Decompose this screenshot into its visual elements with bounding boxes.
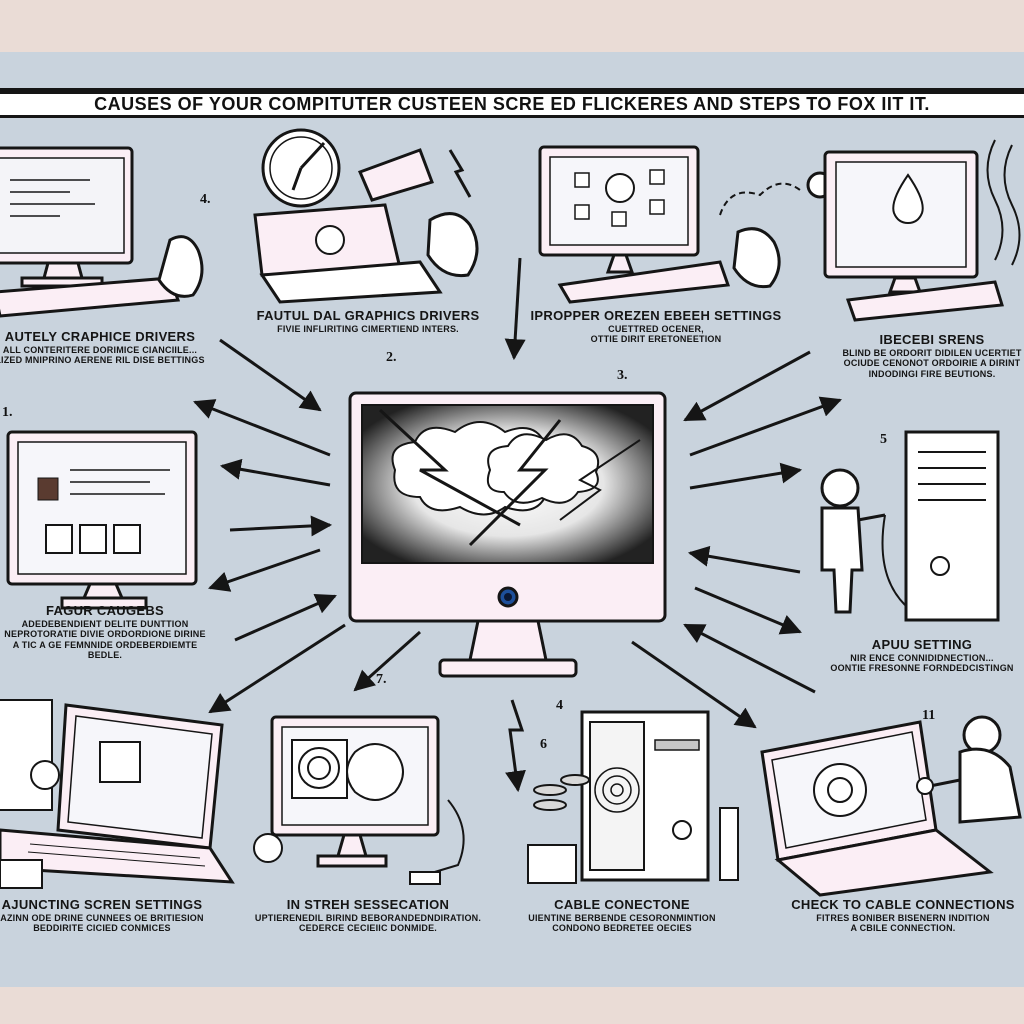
panel-label-7: AJUNCTING SCREN SETTINGS AZINN ODE DRINE… [0,897,214,934]
panel-line: CEDERCE CECIEIIC DONMIDE. [298,923,437,934]
panel-line: BLIND BE ORDORIT DIDILEN UCERTIET [842,347,1022,358]
panel-label-4: IBECEBI SRENS BLIND BE ORDORIT DIDILEN U… [840,332,1024,379]
step-number: 2. [386,350,397,365]
panel-label-6: APUU SETTING NIR ENCE CONNIDIDNECTION...… [820,637,1024,674]
panel-heading: FAGUR CAUGEBS [45,603,165,618]
person-pc-tower-icon [820,430,1000,622]
panel-label-3: IPROPPER OREZEN EBEEH SETTINGS CUETTRED … [522,308,790,345]
pc-tower-disks-icon [527,710,739,884]
panel-line: CUETTRED OCENER, [608,323,704,334]
laptop-person-icon [760,715,1022,897]
panel-line: A CBILE CONNECTION. [850,923,956,934]
panel-label-5: FAGUR CAUGEBS ADEDEBENDIENT DELITE DUNTT… [0,603,212,660]
step-number: 11 [922,708,936,723]
panel-line: A TIC A GE FEMNNIDE ORDEBERDIEMTE BEDLE. [12,639,198,660]
panel-line: NEPROTORATIE DIVIE ORDORDIONE DIRINE [4,629,206,640]
panel-heading: CABLE CONECTONE [554,897,690,912]
laptop-icon [0,699,235,889]
panel-heading: IPROPPER OREZEN EBEEH SETTINGS [530,308,782,323]
panel-heading: AUTELY CRAPHICE DRIVERS [4,329,196,344]
step-number: 1. [2,405,13,420]
panel-line: BEDDIRITE CICIED CONMICES [33,923,171,934]
poster-title: CAUSES OF YOUR COMPITUTER CUSTEEN SCRE E… [0,88,1024,118]
panel-line: ALL CONTERITERE DORIMICE CIANCIILE... [2,344,198,355]
panel-line: FIVIE INFLIRITING CIMERTIEND INTERS. [277,323,459,334]
panel-label-10: CHECK TO CABLE CONNECTIONS FITRES BONIBE… [782,897,1024,934]
monitor-dialog-icon [6,430,198,610]
step-number: 4 [556,698,563,713]
panel-line: UIENTINE BERBENDE CESORONMINTION [528,912,716,923]
panel-line: CONDONO BEDRETEE OECIES [552,923,692,934]
monitor-keyboard-icon [0,146,204,318]
panel-heading: IN STREH SESSECATION [286,897,450,912]
panel-line: AZINN ODE DRINE CUNNEES OE BRITIESION [0,912,204,923]
panel-heading: CHECK TO CABLE CONNECTIONS [791,897,1015,912]
panel-line: ADEDEBENDIENT DELITE DUNTTION [21,618,189,629]
step-number: 5 [880,432,887,447]
panel-label-8: IN STREH SESSECATION UPTIERENEDIL BIRIND… [248,897,488,934]
pc-tower-clock-icon [253,128,479,304]
central-monitor-icon [348,391,667,678]
panel-heading: AJUNCTING SCREN SETTINGS [1,897,203,912]
panel-line: UPTIERENEDIL BIRIND BEBORANDEDNDIRATION. [254,912,482,923]
step-number: 3. [617,368,628,383]
panel-label-9: CABLE CONECTONE UIENTINE BERBENDE CESORO… [508,897,736,934]
panel-line: LIZED MNIPRINO AERENE RIL DISE BETTINGS [0,355,205,366]
panel-heading: APUU SETTING [871,637,973,652]
panel-line: OONTIE FRESONNE FORNDEDCISTINGN [830,663,1014,674]
panel-line: INDODINGI FIRE BEUTIONS. [868,368,996,379]
panel-line: OCIUDE CENONOT ORDOIRIE A DIRINT [843,358,1021,369]
monitor-settings-icon [538,145,834,304]
panel-line: FITRES BONIBER BISENERN INDITION [816,912,990,923]
step-number: 6 [540,737,547,752]
panel-label-2: FAUTUL DAL GRAPHICS DRIVERS FIVIE INFLIR… [238,308,498,334]
step-number: 7. [376,672,387,687]
panel-heading: FAUTUL DAL GRAPHICS DRIVERS [256,308,480,323]
panel-line: OTTIE DIRIT ERETONEETION [590,334,722,345]
flow-arrows [193,257,842,793]
monitor-droplet-icon [823,139,1021,322]
panel-heading: IBECEBI SRENS [879,332,985,347]
panel-line: NIR ENCE CONNIDIDNECTION... [850,652,994,663]
panel-label-1: AUTELY CRAPHICE DRIVERS ALL CONTERITERE … [0,329,210,366]
step-number: 4. [200,192,211,207]
monitor-photos-icon [253,715,465,885]
